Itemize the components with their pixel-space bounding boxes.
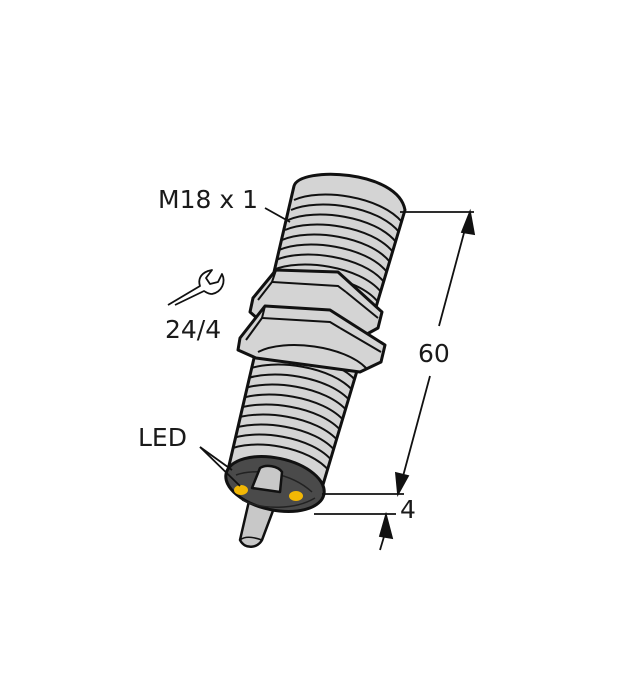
face-dimension-label: 4 bbox=[400, 495, 416, 524]
sensor-end-face bbox=[224, 455, 326, 513]
led-left bbox=[234, 485, 248, 495]
thread-size-label: M18 x 1 bbox=[158, 185, 258, 214]
dimension-4 bbox=[314, 511, 396, 551]
wrench-icon bbox=[167, 269, 225, 306]
hex-nut-lower bbox=[236, 304, 387, 374]
wrench-size-label: 24/4 bbox=[165, 315, 221, 344]
dimension-60 bbox=[322, 208, 476, 497]
led-right bbox=[289, 491, 303, 501]
leader-lines bbox=[199, 207, 291, 487]
led-label: LED bbox=[138, 423, 187, 452]
length-dimension-label: 60 bbox=[418, 339, 450, 368]
